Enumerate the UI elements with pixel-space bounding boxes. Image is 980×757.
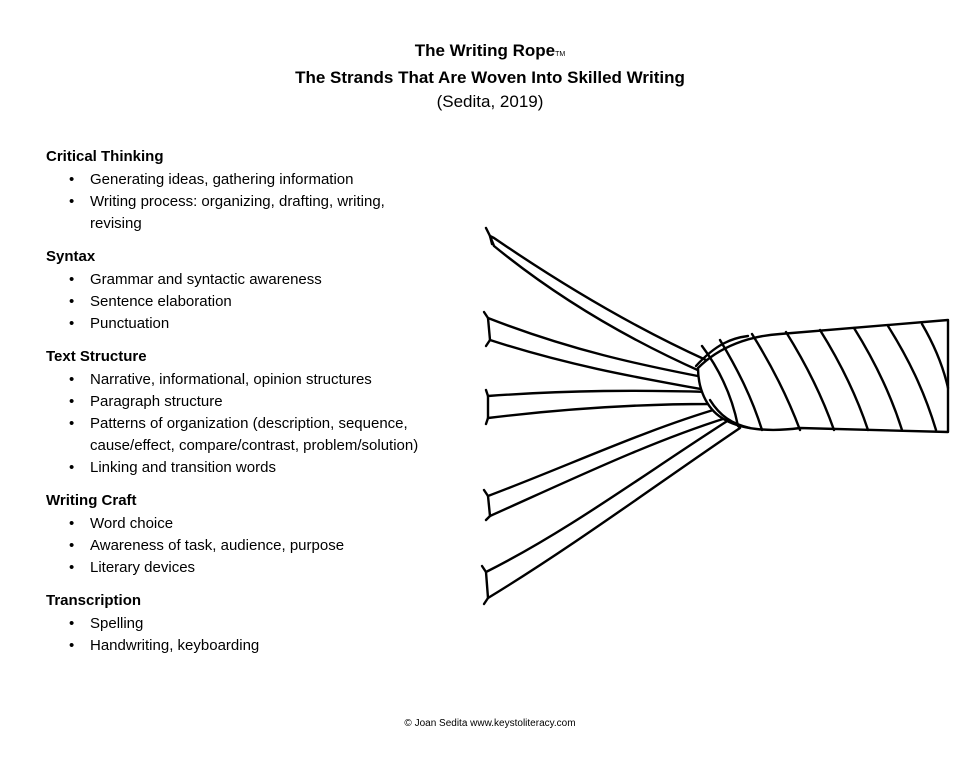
rope-strand-5 bbox=[484, 416, 742, 600]
citation: (Sedita, 2019) bbox=[436, 92, 544, 111]
strand-category: Writing Craft • Word choice • Awareness of t… bbox=[46, 491, 426, 579]
rope-strand-1 bbox=[488, 234, 708, 374]
page-title: The Writing RopeTM bbox=[0, 40, 980, 66]
list-item: • Spelling bbox=[46, 613, 426, 635]
list-item: • Generating ideas, gathering information bbox=[46, 169, 426, 191]
strand-item-list: • Word choice • Awareness of task, audience… bbox=[46, 513, 426, 579]
strand-item-list: • Spelling • Handwriting, keyboarding bbox=[46, 613, 426, 657]
list-item-text: Spelling bbox=[90, 615, 144, 632]
list-item: • Word choice bbox=[46, 513, 426, 535]
list-item-text: Handwriting, keyboarding bbox=[90, 637, 260, 654]
trademark-mark: TM bbox=[555, 51, 566, 58]
bullet-icon: • bbox=[69, 315, 75, 332]
bullet-icon: • bbox=[69, 293, 75, 310]
bullet-icon: • bbox=[69, 371, 75, 388]
rope-strand-3 bbox=[486, 389, 712, 420]
list-item-text: Paragraph structure bbox=[90, 393, 223, 410]
bullet-icon: • bbox=[69, 415, 75, 432]
bullet-icon: • bbox=[69, 171, 75, 188]
list-item-text: Punctuation bbox=[90, 315, 170, 332]
strand-category-title: Writing Craft bbox=[46, 492, 137, 509]
strand-list: Critical Thinking • Generating ideas, gath… bbox=[46, 147, 426, 669]
page-subtitle: The Strands That Are Woven Into Skilled … bbox=[295, 68, 685, 87]
strand-category: Transcription • Spelling • Handwriting, keyb… bbox=[46, 591, 426, 657]
list-item: • Punctuation bbox=[46, 313, 426, 335]
list-item: • Linking and transition words bbox=[46, 457, 426, 479]
strand-category-title: Transcription bbox=[46, 592, 142, 609]
list-item-text: Generating ideas, gathering information bbox=[90, 171, 354, 188]
list-item-text: Linking and transition words bbox=[90, 459, 276, 476]
list-item: • Literary devices bbox=[46, 557, 426, 579]
list-item-text: Sentence elaboration bbox=[90, 293, 232, 310]
list-item: • Patterns of organization (description, … bbox=[46, 413, 426, 457]
list-item-text: Word choice bbox=[90, 515, 174, 532]
bullet-icon: • bbox=[69, 537, 75, 554]
strand-category: Text Structure • Narrative, informational,… bbox=[46, 347, 426, 479]
strand-item-list: • Generating ideas, gathering information… bbox=[46, 169, 426, 235]
list-item: • Narrative, informational, opinion struc… bbox=[46, 369, 426, 391]
bullet-icon: • bbox=[69, 637, 75, 654]
bullet-icon: • bbox=[69, 193, 75, 210]
strand-category-title: Syntax bbox=[46, 248, 96, 265]
list-item: • Paragraph structure bbox=[46, 391, 426, 413]
strand-category: Syntax • Grammar and syntactic awareness • S… bbox=[46, 247, 426, 335]
bullet-icon: • bbox=[69, 459, 75, 476]
bullet-icon: • bbox=[69, 515, 75, 532]
list-item: • Handwriting, keyboarding bbox=[46, 635, 426, 657]
list-item-text: Writing process: organizing, drafting, w… bbox=[90, 193, 385, 232]
strand-item-list: • Narrative, informational, opinion struc… bbox=[46, 369, 426, 479]
rope-illustration bbox=[480, 226, 950, 606]
strand-category-title: Critical Thinking bbox=[46, 148, 164, 165]
strand-category: Critical Thinking • Generating ideas, gath… bbox=[46, 147, 426, 235]
list-item: • Grammar and syntactic awareness bbox=[46, 269, 426, 291]
title-text: The Writing Rope bbox=[414, 41, 556, 60]
list-item-text: Literary devices bbox=[90, 559, 196, 576]
list-item-text: Awareness of task, audience, purpose bbox=[90, 537, 345, 554]
list-item-text: Patterns of organization (description, s… bbox=[90, 415, 419, 454]
footer-credit: © Joan Sedita www.keystoliteracy.com bbox=[404, 718, 576, 729]
bullet-icon: • bbox=[69, 559, 75, 576]
bullet-icon: • bbox=[69, 271, 75, 288]
strand-category-title: Text Structure bbox=[46, 348, 147, 365]
list-item: • Awareness of task, audience, purpose bbox=[46, 535, 426, 557]
strand-item-list: • Grammar and syntactic awareness • Sentenc… bbox=[46, 269, 426, 335]
list-item-text: Grammar and syntactic awareness bbox=[90, 271, 322, 288]
list-item: • Writing process: organizing, drafting, … bbox=[46, 191, 426, 235]
list-item: • Sentence elaboration bbox=[46, 291, 426, 313]
bullet-icon: • bbox=[69, 393, 75, 410]
list-item-text: Narrative, informational, opinion struct… bbox=[90, 371, 372, 388]
document-header: The Writing RopeTM The Strands That Are … bbox=[0, 40, 980, 114]
bullet-icon: • bbox=[69, 615, 75, 632]
